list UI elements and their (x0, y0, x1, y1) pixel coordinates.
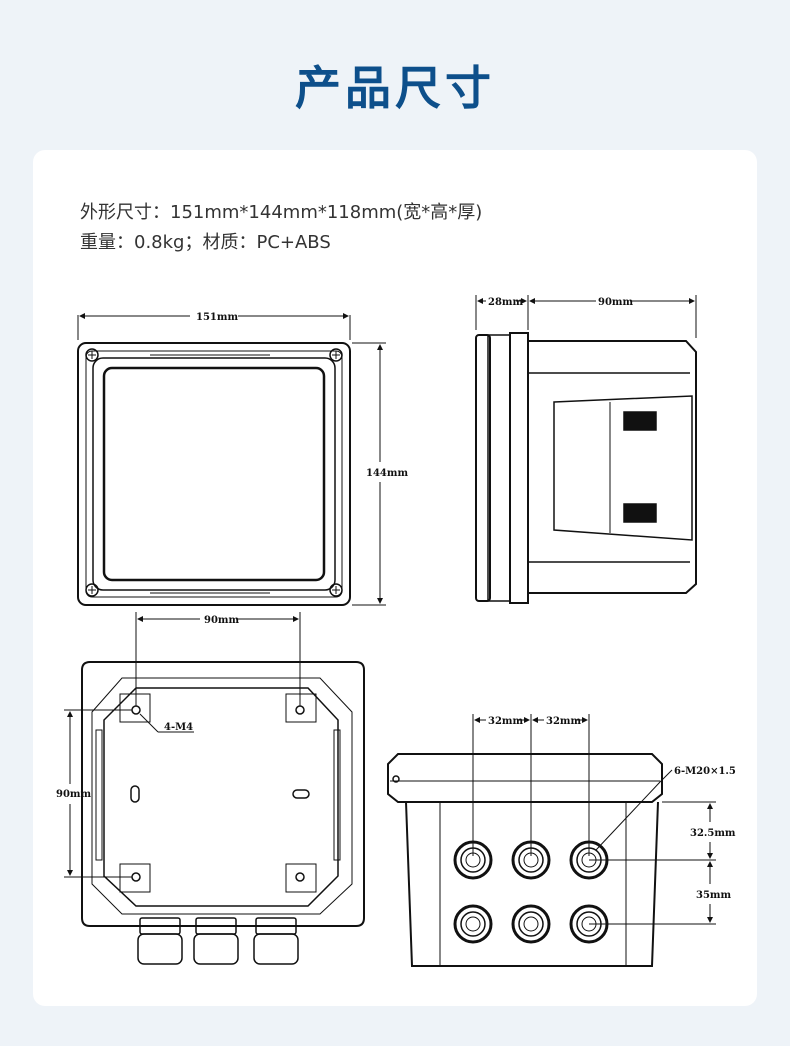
gland-icon (511, 904, 551, 944)
back-v-spacing-label: 90mm (56, 789, 91, 800)
front-view (77, 342, 351, 606)
mount-hole-icon (131, 872, 141, 882)
cable-glands (453, 840, 609, 944)
front-width-label: 151mm (196, 312, 238, 323)
screw-icon (329, 348, 343, 362)
front-height-dimension (352, 342, 386, 606)
mount-hole-icon (131, 705, 141, 715)
vent-icon (623, 503, 657, 523)
back-hole-dimension (64, 612, 301, 878)
back-h-spacing-label: 90mm (204, 615, 239, 626)
side-view (475, 332, 697, 604)
bottom-glands-label: 6-M20×1.5 (674, 766, 736, 777)
screw-icon (329, 583, 343, 597)
bottom-spacing-2-label: 32mm (546, 716, 581, 727)
spec-weight-material: 重量：0.8kg；材质：PC+ABS (80, 232, 331, 253)
vent-icon (623, 411, 657, 431)
page-title: 产品尺寸 (295, 61, 495, 115)
side-body-depth-label: 90mm (598, 297, 633, 308)
back-view (81, 661, 365, 965)
bottom-row2-label: 35mm (696, 890, 731, 901)
gland-icon (453, 904, 493, 944)
spec-card (33, 150, 757, 1006)
front-height-label: 144mm (366, 468, 408, 479)
mount-hole-icon (295, 872, 305, 882)
back-screw-label: 4-M4 (164, 722, 193, 733)
spec-dimensions: 外形尺寸：151mm*144mm*118mm(宽*高*厚) (80, 202, 483, 223)
side-depth-dimension (475, 295, 697, 338)
screw-icon (85, 348, 99, 362)
screw-icon (85, 583, 99, 597)
bottom-dimension (472, 714, 716, 925)
front-width-dimension (77, 313, 351, 340)
bottom-row1-label: 32.5mm (690, 828, 736, 839)
mount-hole-icon (295, 705, 305, 715)
bottom-view (387, 753, 663, 967)
bottom-spacing-1-label: 32mm (488, 716, 523, 727)
side-front-depth-label: 28mm (488, 297, 523, 308)
